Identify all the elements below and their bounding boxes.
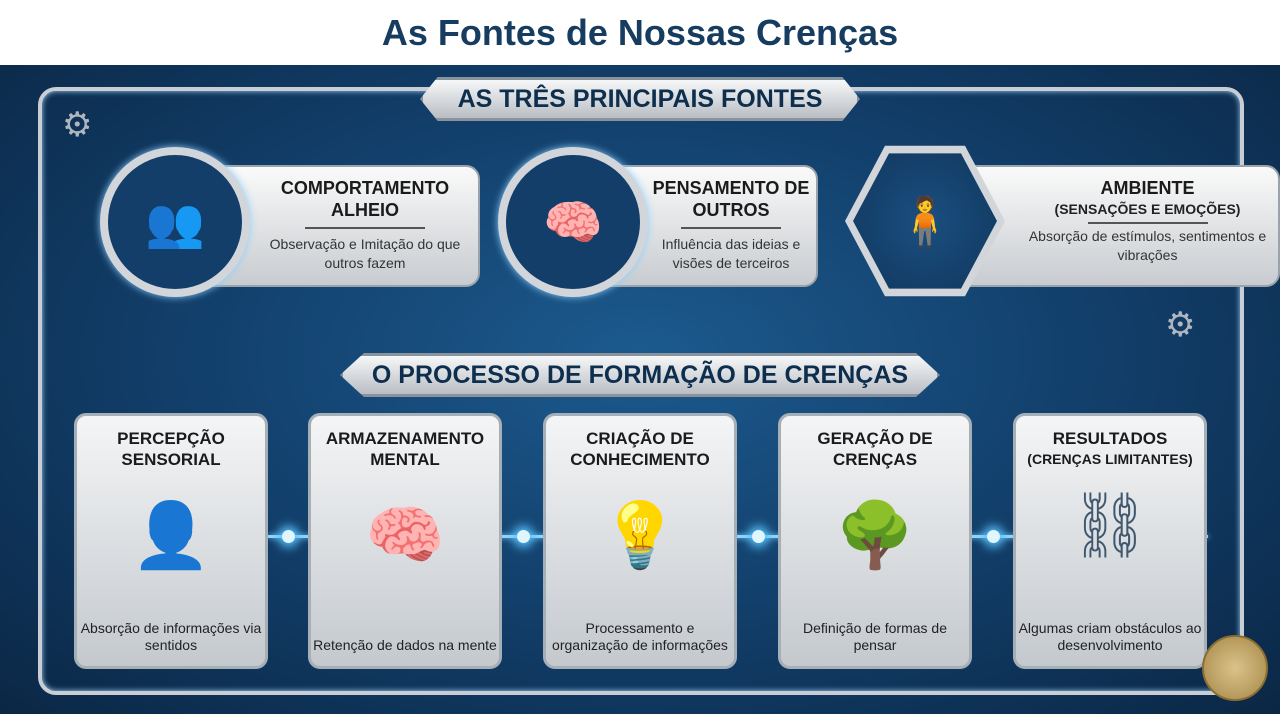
source-heading: PENSAMENTO DE OUTROS (652, 178, 810, 220)
lightbulb-books-icon: 💡 (600, 498, 680, 571)
step-heading: RESULTADOS (1052, 429, 1168, 448)
person-senses-icon: 🧍 (853, 153, 997, 289)
connector-node (517, 530, 530, 543)
process-step: ARMAZENAMENTO MENTAL 🧠 Retenção de dados… (308, 413, 502, 669)
seal-logo (1202, 635, 1268, 701)
process-step: CRIAÇÃO DE CONHECIMENTO 💡 Processamento … (543, 413, 737, 669)
step-heading: PERCEPÇÃO SENSORIAL (117, 429, 225, 469)
connector-node (282, 530, 295, 543)
process-step: RESULTADOS (CRENÇAS LIMITANTES) ⛓ Alguma… (1013, 413, 1207, 669)
people-mirror-icon: 👥 (100, 147, 250, 297)
page-title: As Fontes de Nossas Crenças (381, 11, 899, 53)
heads-thought-icon: 🧠 (498, 147, 648, 297)
chained-person-icon: ⛓ (1069, 488, 1151, 561)
connector-line (268, 535, 1208, 538)
step-heading: ARMAZENAMENTO MENTAL (325, 429, 485, 469)
process-step: PERCEPÇÃO SENSORIAL 👤 Absorção de inform… (74, 413, 268, 669)
connector-node (752, 530, 765, 543)
tree-roots-icon: 🌳 (835, 498, 915, 571)
step-heading: GERAÇÃO DE CRENÇAS (817, 429, 933, 469)
source-description: Observação e Imitação do que outros faze… (269, 236, 461, 271)
gear-icon: ⚙ (1165, 306, 1196, 344)
step-heading: CRIAÇÃO DE CONHECIMENTO (570, 429, 710, 469)
step-description: Retenção de dados na mente (313, 637, 497, 653)
banner-process: O PROCESSO DE FORMAÇÃO DE CRENÇAS (340, 353, 940, 397)
process-step: GERAÇÃO DE CRENÇAS 🌳 Definição de formas… (778, 413, 972, 669)
step-description: Definição de formas de pensar (803, 620, 947, 653)
step-subheading: (CRENÇAS LIMITANTES) (1027, 451, 1193, 467)
source-description: Influência das ideias e visões de tercei… (661, 236, 801, 271)
brain-gears-icon: 🧠 (365, 498, 445, 571)
step-description: Absorção de informações via sentidos (80, 620, 262, 653)
senses-head-icon: 👤 (131, 498, 211, 571)
banner-sources: AS TRÊS PRINCIPAIS FONTES (420, 77, 860, 121)
gear-icon: ⚙ (62, 106, 93, 144)
connector-node (987, 530, 1000, 543)
source-heading: AMBIENTE (1100, 178, 1195, 198)
source-description: Absorção de estímulos, sentimentos e vib… (1028, 228, 1267, 263)
infographic-panel: ⚙ ⚙ AS TRÊS PRINCIPAIS FONTES COMPORTAME… (0, 65, 1280, 714)
step-description: Processamento e organização de informaçõ… (552, 620, 728, 653)
source-heading: COMPORTAMENTO ALHEIO (280, 178, 450, 220)
source-subheading: (SENSAÇÕES E EMOÇÕES) (1054, 201, 1241, 217)
step-description: Algumas criam obstáculos ao desenvolvime… (1018, 620, 1202, 653)
